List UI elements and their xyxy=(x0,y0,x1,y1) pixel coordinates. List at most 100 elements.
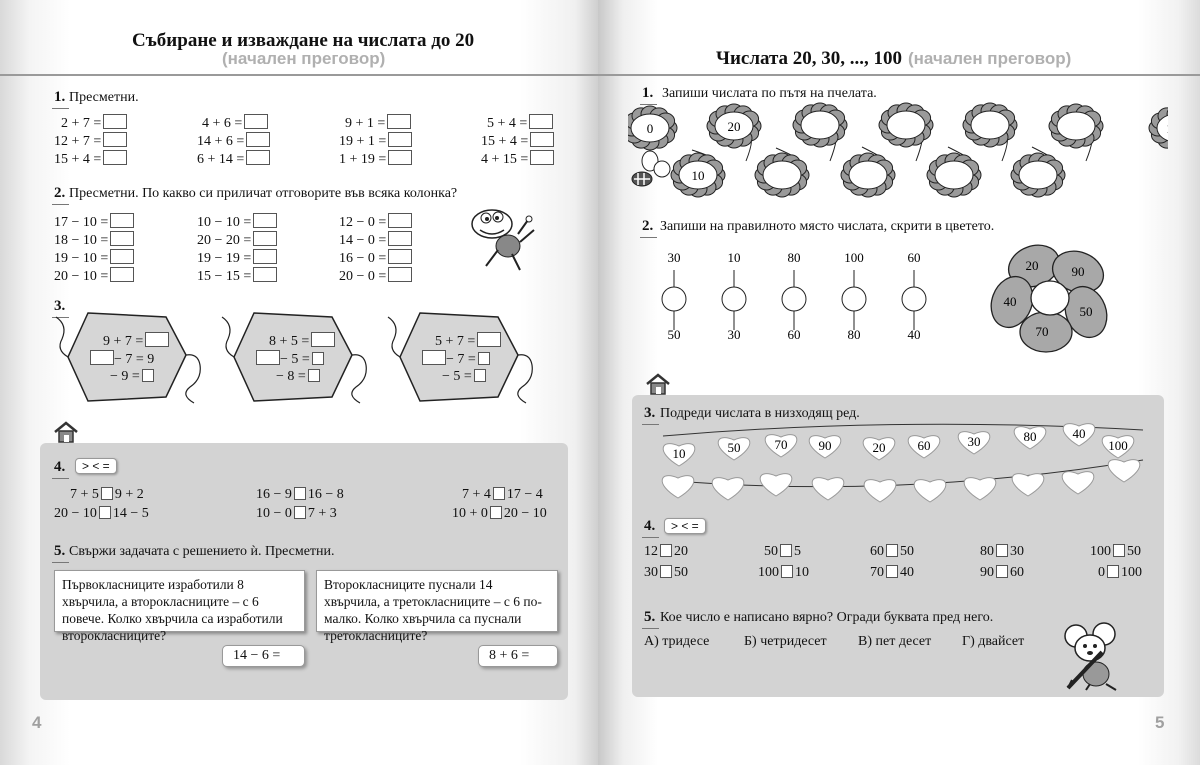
empty-heart[interactable] xyxy=(759,473,793,497)
answer-box[interactable] xyxy=(388,213,413,228)
exercise-text: 18 − 10 = xyxy=(54,233,109,248)
empty-heart[interactable] xyxy=(711,477,745,501)
kite-line-2: − 5 = xyxy=(254,350,326,369)
empty-heart[interactable] xyxy=(1061,471,1095,495)
answer-box[interactable] xyxy=(253,231,278,246)
petal-number: 20 xyxy=(1026,258,1039,273)
sign-box[interactable] xyxy=(660,565,672,578)
sign-box[interactable] xyxy=(660,544,672,557)
answer-box[interactable] xyxy=(388,267,413,282)
empty-heart[interactable] xyxy=(661,475,695,499)
empty-heart[interactable] xyxy=(811,477,845,501)
answer-option[interactable]: А) тридесе xyxy=(644,634,710,649)
answer-box[interactable] xyxy=(110,267,135,282)
page-title: Събиране и изваждане на числата до 20 xyxy=(132,30,475,51)
answer-box[interactable] xyxy=(311,332,336,347)
sign-box[interactable] xyxy=(996,565,1008,578)
exercise: 12 + 7 = xyxy=(54,132,128,151)
sign-box[interactable] xyxy=(1113,544,1125,557)
sign-box[interactable] xyxy=(100,487,113,500)
empty-heart[interactable] xyxy=(913,479,947,503)
right-expression: 14 − 5 xyxy=(112,506,149,521)
kite-expression: − 9 = xyxy=(110,369,140,384)
answer-box[interactable] xyxy=(387,114,412,129)
exercise-text: 19 − 10 = xyxy=(54,251,109,266)
answer-box[interactable] xyxy=(388,132,413,147)
task-instruction: Свържи задачата с решението ѝ. Пресметни… xyxy=(69,544,335,559)
exercise: 9 + 1 = xyxy=(345,114,412,133)
sign-box[interactable] xyxy=(781,565,793,578)
sign-box[interactable] xyxy=(293,506,306,519)
sign-box[interactable] xyxy=(98,506,111,519)
answer-box[interactable] xyxy=(253,249,278,264)
page-number: 4 xyxy=(32,713,42,732)
answer-box[interactable] xyxy=(110,231,135,246)
answer-box[interactable] xyxy=(110,213,135,228)
sign-box[interactable] xyxy=(1107,565,1119,578)
empty-heart[interactable] xyxy=(1011,473,1045,497)
answer-option[interactable]: Г) двайсет xyxy=(962,634,1025,649)
answer-box[interactable] xyxy=(103,150,128,165)
answer-circle[interactable] xyxy=(901,286,927,312)
answer-box[interactable] xyxy=(388,150,413,165)
answer-box[interactable] xyxy=(253,213,278,228)
answer-box[interactable] xyxy=(253,267,278,282)
answer-option[interactable]: В) пет десет xyxy=(858,634,932,649)
bee-icon xyxy=(631,150,671,187)
left-expression: 7 + 4 xyxy=(462,487,491,502)
answer-circle[interactable] xyxy=(841,286,867,312)
answer-box[interactable] xyxy=(477,332,502,347)
flower-petal xyxy=(1064,285,1108,339)
answer-box[interactable] xyxy=(103,114,128,129)
answer-option[interactable]: Б) четридесет xyxy=(744,634,827,649)
answer-box[interactable] xyxy=(110,249,135,264)
answer-box[interactable] xyxy=(530,150,555,165)
answer-circle[interactable] xyxy=(661,286,687,312)
header-rule xyxy=(0,74,598,76)
answer-box[interactable] xyxy=(244,114,269,129)
sign-box[interactable] xyxy=(780,544,792,557)
sign-box[interactable] xyxy=(293,487,306,500)
answer-circle[interactable] xyxy=(781,286,807,312)
answer-box[interactable] xyxy=(246,150,271,165)
empty-heart[interactable] xyxy=(863,479,897,503)
answer-circle[interactable] xyxy=(721,286,747,312)
page-subtitle: (начален преговор) xyxy=(222,49,386,68)
flower-number: 20 xyxy=(728,119,741,134)
sign-box[interactable] xyxy=(489,506,502,519)
answer-box[interactable] xyxy=(530,132,555,147)
answer-box[interactable] xyxy=(473,369,486,382)
answer-box[interactable] xyxy=(246,132,271,147)
answer-box[interactable] xyxy=(103,132,128,147)
empty-heart[interactable] xyxy=(1107,459,1141,483)
answer-box[interactable] xyxy=(529,114,554,129)
task-instruction: Подреди числата в низходящ ред. xyxy=(660,406,860,421)
answer-box[interactable] xyxy=(388,231,413,246)
empty-heart[interactable] xyxy=(963,477,997,501)
answer-box[interactable] xyxy=(141,369,154,382)
left-number: 50 xyxy=(764,544,778,559)
exercise: 19 − 10 = xyxy=(54,249,135,268)
pair-top-number: 80 xyxy=(788,250,801,265)
answer-box[interactable] xyxy=(477,352,490,365)
home-icon xyxy=(646,373,670,395)
sign-box[interactable] xyxy=(886,565,898,578)
task-instruction: Запиши числата по пътя на пчелата. xyxy=(662,86,877,101)
answer-box[interactable] xyxy=(256,350,280,365)
answer-box[interactable] xyxy=(145,332,170,347)
sign-box[interactable] xyxy=(492,487,505,500)
answer-box[interactable] xyxy=(388,249,413,264)
sign-box[interactable] xyxy=(886,544,898,557)
answer-box[interactable] xyxy=(90,350,114,365)
number-heart: 10 xyxy=(662,443,696,467)
answer-box[interactable] xyxy=(422,350,446,365)
answer-box[interactable] xyxy=(307,369,320,382)
sign-box[interactable] xyxy=(996,544,1008,557)
answer-box[interactable] xyxy=(311,352,324,365)
flower-bottom xyxy=(754,152,810,198)
heart-number: 100 xyxy=(1108,438,1128,453)
